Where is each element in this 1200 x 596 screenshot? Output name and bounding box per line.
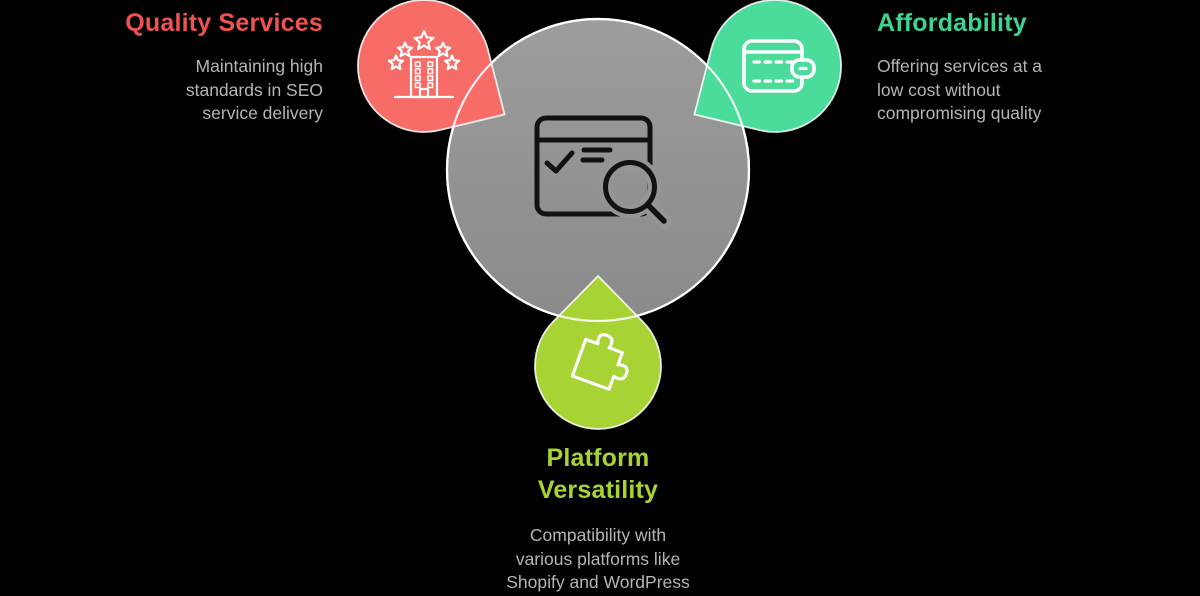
platform-versatility-node: Platform Versatility Compatibility with … (398, 442, 798, 595)
platform-versatility-bubble (534, 274, 662, 430)
affordability-node: Affordability Offering services at a low… (877, 8, 1042, 126)
description-line: compromising quality (877, 103, 1042, 123)
description-line: Offering services at a (877, 56, 1043, 76)
description-line: Compatibility with (529, 525, 667, 545)
description-line: various platforms like (515, 548, 681, 569)
center-circle-rim (445, 17, 751, 323)
affordability-description: Offering services at a low cost without … (877, 55, 1042, 126)
puzzle-piece-icon (570, 333, 629, 391)
title-line: Platform (546, 444, 650, 472)
affordability-title: Affordability (877, 9, 1027, 37)
description-line: Maintaining high (195, 56, 323, 76)
title-line: Versatility (537, 476, 659, 504)
platform-versatility-title: Platform Versatility (398, 442, 798, 506)
quality-services-node: Quality Services Maintaining high standa… (125, 8, 323, 126)
seo-browser-search-icon (534, 115, 673, 230)
wallet-icon (742, 39, 816, 93)
quality-services-title: Quality Services (125, 9, 323, 37)
description-line: service delivery (202, 103, 323, 123)
quality-services-description: Maintaining high standards in SEO servic… (125, 55, 323, 126)
description-line: low cost without (877, 79, 1001, 100)
five-star-building-icon (387, 29, 461, 99)
description-line: standards in SEO (185, 79, 323, 100)
platform-versatility-description: Compatibility with various platforms lik… (398, 524, 798, 595)
description-line: Shopify and WordPress (506, 572, 690, 592)
